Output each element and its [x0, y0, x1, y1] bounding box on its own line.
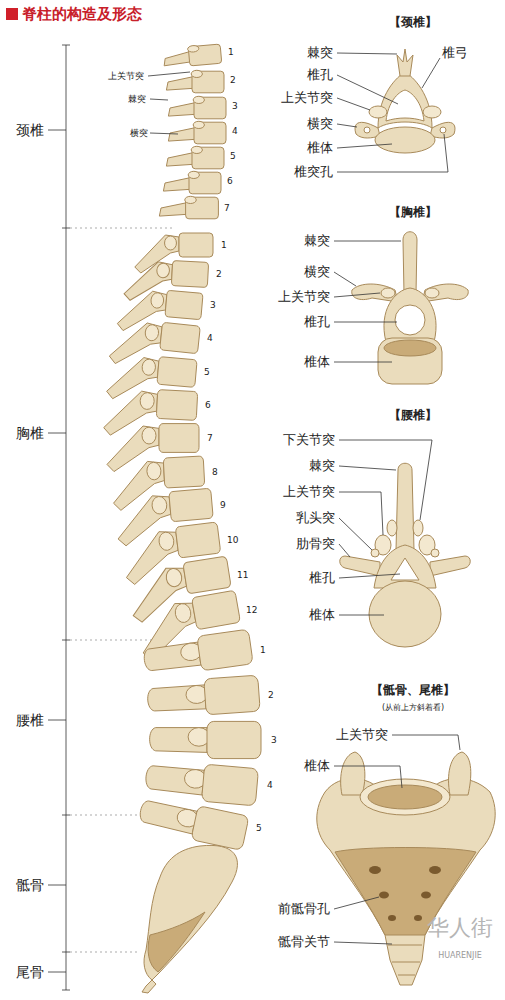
thoracic-vertebra-top: [352, 232, 469, 384]
section-heading: 【骶骨、尾椎】: [371, 683, 455, 697]
part-label: 椎体: [307, 140, 333, 156]
part-label: 上关节突: [283, 484, 335, 500]
part-label: 上关节突: [278, 289, 330, 305]
part-label: 上关节突: [281, 90, 333, 106]
watermark: 华人街: [427, 915, 493, 941]
vertebra-number: 7: [207, 433, 213, 444]
part-label: 乳头突: [296, 510, 335, 526]
vertebra-number: 11: [237, 570, 248, 581]
part-label: 椎孔: [307, 67, 333, 83]
part-label: 棘突: [128, 94, 146, 105]
vertebra-number: 6: [205, 400, 211, 411]
leader-line: [148, 72, 190, 134]
part-label: 棘突: [304, 233, 330, 249]
vertebra-number: 3: [210, 300, 216, 311]
region-label: 胸椎: [16, 425, 44, 442]
vertebra-number: 3: [271, 735, 277, 746]
title-marker: [6, 8, 18, 20]
vertebra-number: 8: [212, 467, 218, 478]
vertebra-number: 3: [232, 101, 238, 112]
region-label: 骶骨: [16, 877, 44, 894]
lumbar-vertebra-top: [340, 463, 471, 647]
leader-line: [334, 241, 401, 362]
region-label: 颈椎: [16, 122, 44, 139]
vertebra-number: 2: [216, 269, 222, 280]
section-heading: 【胸椎】: [389, 205, 437, 219]
vertebra-number: 5: [204, 367, 210, 378]
section-heading: 【腰椎】: [389, 408, 437, 422]
vertebra-number: 4: [207, 333, 213, 344]
lumbar-vertebrae: [137, 629, 261, 850]
diagram-title: 脊柱的构造及形态: [22, 5, 142, 23]
leader-line: [337, 53, 448, 172]
part-label: 下关节突: [283, 432, 335, 448]
part-label: 横突: [130, 128, 148, 139]
part-label: 棘突: [309, 458, 335, 474]
part-label: 横突: [307, 116, 333, 132]
vertebra-number: 2: [230, 75, 236, 86]
part-label: 椎孔: [304, 314, 330, 330]
watermark: HUARENJIE: [438, 951, 482, 961]
part-label: 棘突: [307, 45, 333, 61]
part-label: 前骶骨孔: [278, 901, 330, 917]
vertebra-number: 1: [260, 645, 266, 656]
cervical-vertebra-top: [355, 49, 455, 153]
vertebra-number: 6: [227, 176, 233, 187]
part-label: 椎体: [304, 758, 330, 774]
view-note: (从前上方斜着看): [382, 703, 444, 713]
part-label: 上关节突: [108, 71, 144, 82]
vertebra-number: 12: [246, 605, 257, 616]
region-label: 腰椎: [16, 712, 44, 729]
vertebra-number: 5: [230, 151, 236, 162]
thoracic-vertebrae: [103, 233, 244, 661]
vertebra-number: 1: [228, 47, 234, 58]
section-heading: 【颈椎】: [389, 15, 437, 29]
part-label: 椎孔: [309, 570, 335, 586]
leader-line: [339, 440, 432, 615]
vertebra-number: 2: [268, 690, 274, 701]
part-label: 肋骨突: [296, 536, 335, 552]
region-bracket: [48, 45, 70, 990]
part-label: 椎体: [309, 607, 335, 623]
sacrum-side: [142, 845, 237, 993]
vertebra-number: 10: [227, 535, 238, 546]
vertebra-number: 9: [220, 500, 226, 511]
vertebra-number: 4: [232, 126, 238, 137]
leader-line: [334, 735, 460, 944]
part-label: 椎突孔: [294, 164, 333, 180]
part-label: 椎体: [304, 354, 330, 370]
vertebra-number: 5: [256, 823, 262, 834]
region-label: 尾骨: [16, 964, 44, 981]
cervical-vertebrae: [159, 43, 226, 219]
vertebra-number: 1: [221, 240, 227, 251]
vertebra-number: 4: [267, 780, 273, 791]
part-label: 上关节突: [336, 727, 388, 743]
part-label: 横突: [304, 264, 330, 280]
part-label: 椎弓: [442, 45, 468, 61]
vertebra-number: 7: [224, 203, 230, 214]
sacrum-front: [317, 752, 495, 985]
part-label: 骶骨关节: [278, 934, 330, 950]
